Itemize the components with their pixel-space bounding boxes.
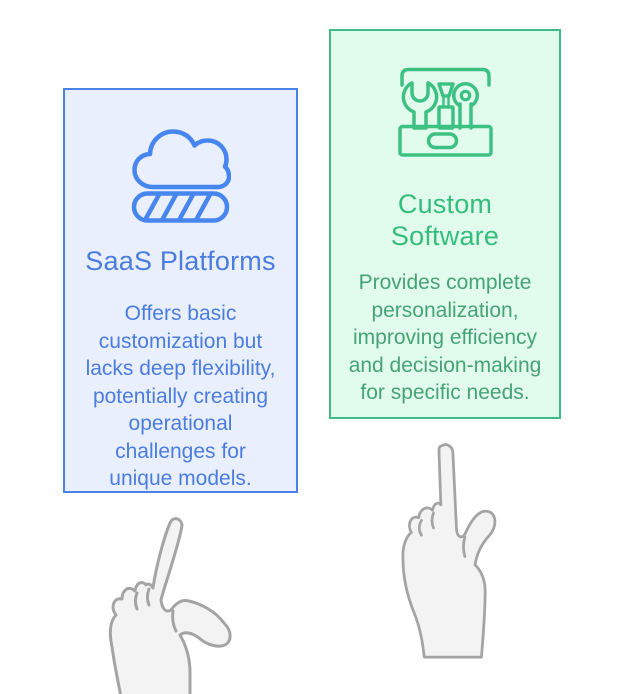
pointing-hand-icon (108, 517, 232, 694)
pointing-hand-icon (401, 443, 497, 659)
cloud-progress-icon (131, 129, 231, 223)
toolbox-icon (397, 67, 493, 157)
card-icon-area (65, 127, 296, 223)
card-title: SaaS Platforms (85, 246, 276, 276)
card-icon-area (331, 67, 559, 157)
pointing-hand-left (92, 497, 244, 694)
pointing-hand-right (391, 439, 511, 661)
